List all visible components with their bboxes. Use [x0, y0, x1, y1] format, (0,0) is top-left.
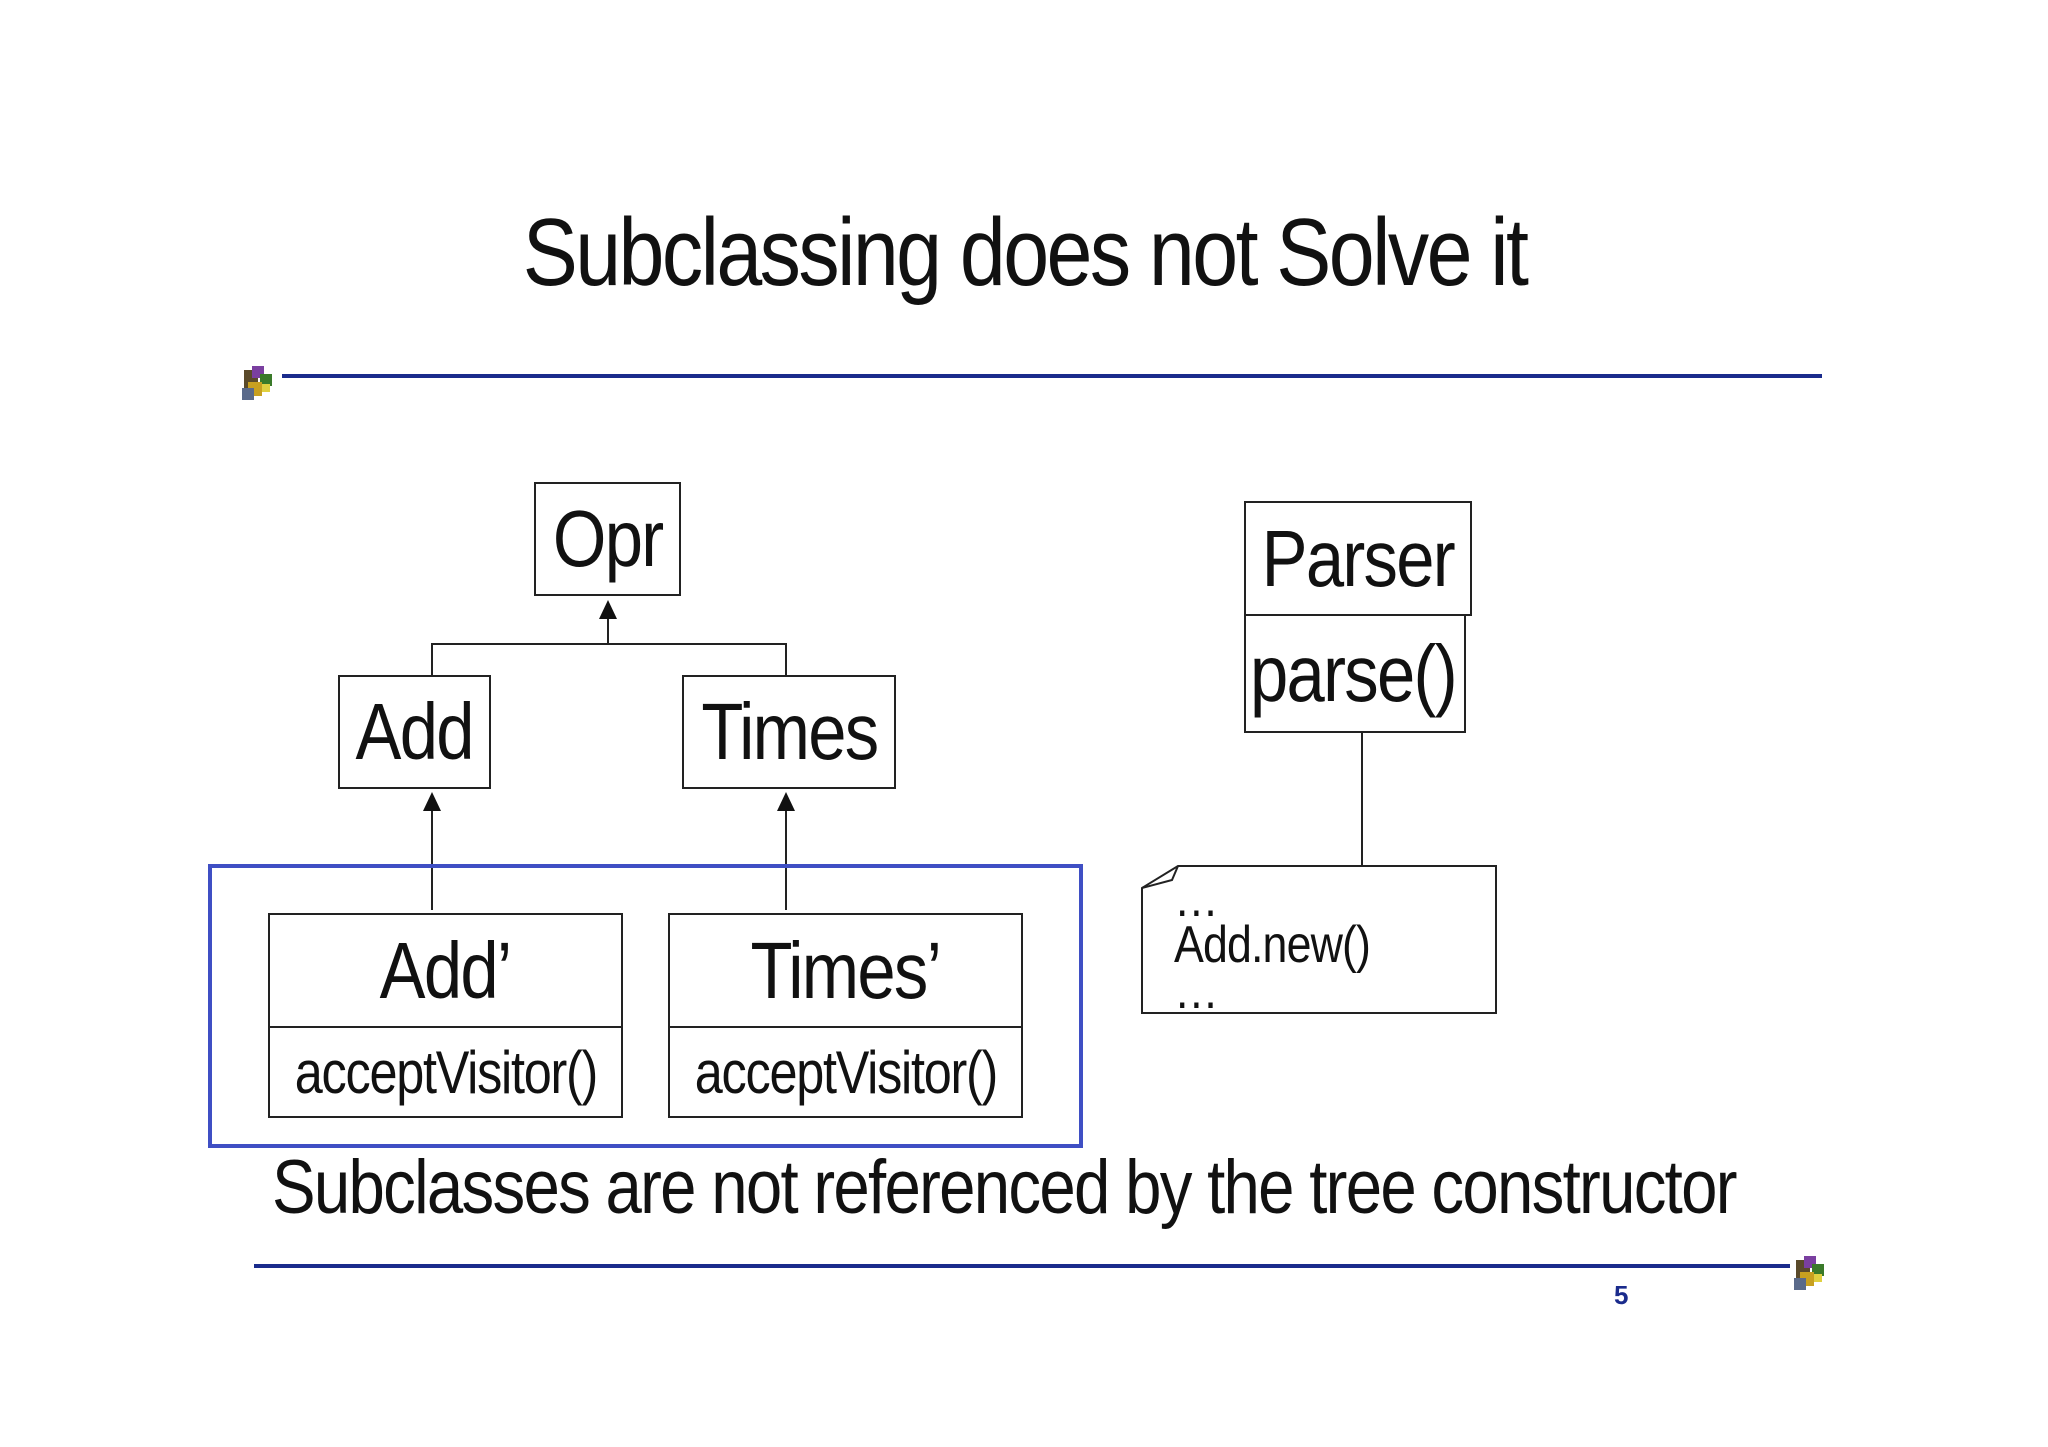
times-prime-class-box: Times’	[668, 913, 1023, 1028]
times-prime-class-name: Times’	[750, 925, 942, 1015]
add-class-name: Add	[355, 687, 475, 776]
parser-method-box: parse()	[1244, 614, 1466, 733]
times-prime-method: acceptVisitor()	[694, 1038, 998, 1106]
parser-class-box: Parser	[1244, 501, 1472, 616]
opr-arrowhead	[599, 600, 617, 619]
add-arrowhead	[423, 792, 441, 811]
subclass-highlight-box	[208, 864, 1083, 1148]
opr-class-name: Opr	[552, 494, 664, 583]
add-class-box: Add	[338, 675, 491, 789]
note-fold	[1141, 865, 1179, 889]
times-arrowhead	[777, 792, 795, 811]
page-number: 5	[1614, 1280, 1629, 1310]
add-prime-class-name: Add’	[380, 925, 513, 1015]
times-prime-method-box: acceptVisitor()	[668, 1026, 1023, 1118]
slide-caption: Subclasses are not referenced by the tre…	[272, 1145, 1738, 1230]
add-prime-method-box: acceptVisitor()	[268, 1026, 623, 1118]
opr-branch	[431, 643, 787, 675]
times-class-name: Times	[700, 687, 879, 776]
slide-logo-icon	[1790, 1252, 1832, 1294]
top-rule	[282, 374, 1822, 378]
note-text: … Add.new() …	[1174, 870, 1371, 1020]
opr-class-box: Opr	[534, 482, 681, 596]
add-prime-method: acceptVisitor()	[294, 1038, 598, 1106]
times-class-box: Times	[682, 675, 896, 789]
parser-class-name: Parser	[1261, 513, 1456, 603]
add-prime-class-box: Add’	[268, 913, 623, 1028]
note-box	[1141, 865, 1497, 1014]
parser-method: parse()	[1250, 628, 1458, 718]
slide-title: Subclassing does not Solve it	[522, 199, 1529, 306]
bottom-rule	[254, 1264, 1790, 1268]
slide-logo-icon	[238, 362, 280, 404]
